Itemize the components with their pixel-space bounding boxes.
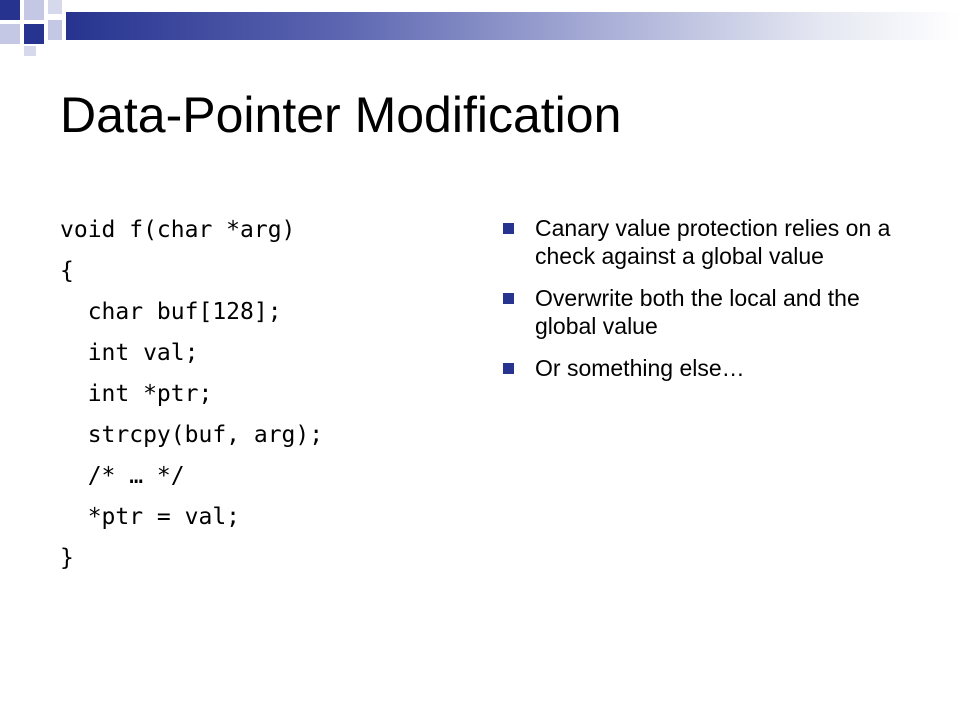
deco-square-dark xyxy=(24,24,44,44)
square-bullet-icon xyxy=(503,223,514,234)
code-line: int val; xyxy=(60,340,199,366)
header-decoration xyxy=(0,0,960,60)
square-bullet-icon xyxy=(503,293,514,304)
code-line: /* … */ xyxy=(60,463,185,489)
bullet-text: Canary value protection relies on a chec… xyxy=(535,215,891,269)
code-line: *ptr = val; xyxy=(60,504,241,530)
deco-square-light xyxy=(48,0,62,14)
square-bullet-icon xyxy=(503,363,514,374)
bullet-text: Or something else… xyxy=(535,355,745,381)
bullet-text: Overwrite both the local and the global … xyxy=(535,285,860,339)
header-gradient-bar xyxy=(66,12,960,40)
bullet-item: Canary value protection relies on a chec… xyxy=(497,214,917,270)
code-line: int *ptr; xyxy=(60,381,213,407)
deco-square-dark xyxy=(0,0,20,20)
deco-square-light xyxy=(48,20,62,40)
code-line: strcpy(buf, arg); xyxy=(60,422,324,448)
code-line: } xyxy=(60,545,74,571)
bullet-item: Overwrite both the local and the global … xyxy=(497,284,917,340)
code-line: char buf[128]; xyxy=(60,299,282,325)
bullet-list: Canary value protection relies on a chec… xyxy=(497,214,917,396)
code-block: void f(char *arg) { char buf[128]; int va… xyxy=(60,210,480,579)
code-line: void f(char *arg) xyxy=(60,217,296,243)
deco-square-light xyxy=(24,0,44,20)
deco-square-light xyxy=(0,24,20,44)
deco-square-light xyxy=(24,46,36,56)
bullet-item: Or something else… xyxy=(497,354,917,382)
code-line: { xyxy=(60,258,74,284)
slide-title: Data-Pointer Modification xyxy=(60,87,622,143)
